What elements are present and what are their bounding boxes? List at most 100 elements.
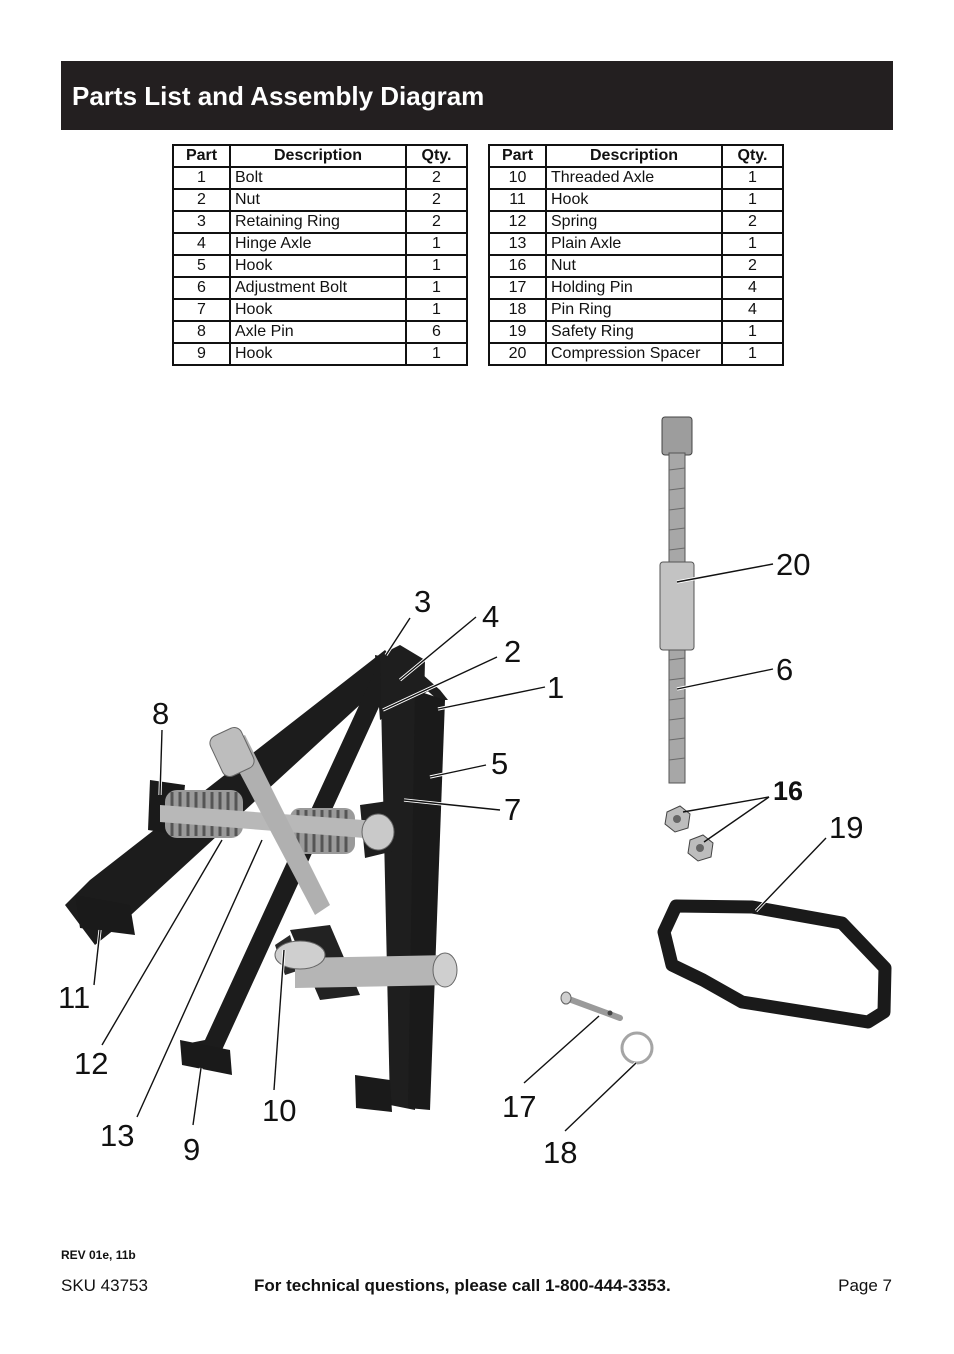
qty-cell: 2 [405, 188, 468, 212]
description-cell: Safety Ring [545, 320, 723, 344]
description-cell: Plain Axle [545, 232, 723, 256]
qty-cell: 1 [721, 320, 784, 344]
qty-cell: 2 [405, 210, 468, 234]
part-number-cell: 5 [172, 254, 231, 278]
qty-cell: 1 [721, 232, 784, 256]
part-number-cell: 6 [172, 276, 231, 300]
description-cell: Hook [545, 188, 723, 212]
part-number-cell: 8 [172, 320, 231, 344]
callout-13: 13 [100, 1118, 134, 1153]
part-number-cell: 17 [488, 276, 547, 300]
callout-2: 2 [504, 634, 521, 669]
part-number-cell: 2 [172, 188, 231, 212]
description-cell: Holding Pin [545, 276, 723, 300]
part-number-cell: 10 [488, 166, 547, 190]
callout-8: 8 [152, 696, 169, 731]
description-cell: Retaining Ring [229, 210, 407, 234]
callout-18: 18 [543, 1135, 577, 1170]
qty-cell: 1 [405, 342, 468, 366]
header-description: Description [545, 144, 723, 168]
header-part: Part [488, 144, 547, 168]
part-number-cell: 9 [172, 342, 231, 366]
callout-12: 12 [74, 1046, 108, 1081]
qty-cell: 6 [405, 320, 468, 344]
description-cell: Spring [545, 210, 723, 234]
sku-label: SKU 43753 [61, 1276, 148, 1295]
assembly-diagram: 3 4 2 1 8 5 7 20 6 16 19 11 12 10 13 9 1… [58, 416, 892, 1170]
safety-ring [657, 899, 892, 1029]
part-number-cell: 11 [488, 188, 547, 212]
header-part: Part [172, 144, 231, 168]
adjustment-bolt [659, 416, 695, 784]
description-cell: Bolt [229, 166, 407, 190]
qty-cell: 2 [405, 166, 468, 190]
leader-lines [92, 562, 828, 1133]
description-cell: Axle Pin [229, 320, 407, 344]
nuts [664, 805, 714, 862]
description-cell: Pin Ring [545, 298, 723, 322]
revision-label: REV 01e, 11b [61, 1248, 136, 1262]
qty-cell: 1 [721, 342, 784, 366]
qty-cell: 1 [721, 188, 784, 212]
part-number-cell: 7 [172, 298, 231, 322]
callout-17: 17 [502, 1089, 536, 1124]
pin-ring [620, 1031, 654, 1065]
description-cell: Adjustment Bolt [229, 276, 407, 300]
table-header-row: Part Description Qty. [488, 144, 784, 168]
callout-5: 5 [491, 746, 508, 781]
part-number-cell: 13 [488, 232, 547, 256]
part-number-cell: 16 [488, 254, 547, 278]
description-cell: Hook [229, 342, 407, 366]
table-header-row: Part Description Qty. [172, 144, 468, 168]
callout-4: 4 [482, 599, 499, 634]
qty-cell: 1 [405, 276, 468, 300]
callout-16: 16 [773, 776, 803, 806]
part-number-cell: 19 [488, 320, 547, 344]
part-number-cell: 12 [488, 210, 547, 234]
holding-pin [560, 991, 623, 1021]
qty-cell: 2 [721, 210, 784, 234]
header-qty: Qty. [405, 144, 468, 168]
description-cell: Nut [229, 188, 407, 212]
qty-cell: 4 [721, 276, 784, 300]
callout-3: 3 [414, 584, 431, 619]
part-number-cell: 20 [488, 342, 547, 366]
page-title: Parts List and Assembly Diagram [72, 81, 485, 111]
page-header: Parts List and Assembly Diagram [61, 61, 893, 130]
part-number-cell: 3 [172, 210, 231, 234]
compressor-frame [65, 645, 448, 1112]
spring-assembly [160, 727, 458, 988]
part-number-cell: 1 [172, 166, 231, 190]
header-qty: Qty. [721, 144, 784, 168]
callout-6: 6 [776, 652, 793, 687]
callout-7: 7 [504, 792, 521, 827]
header-description: Description [229, 144, 407, 168]
qty-cell: 2 [721, 254, 784, 278]
callout-20: 20 [776, 547, 810, 582]
description-cell: Nut [545, 254, 723, 278]
description-cell: Hinge Axle [229, 232, 407, 256]
callout-19: 19 [829, 810, 863, 845]
callout-11: 11 [58, 980, 90, 1015]
part-number-cell: 4 [172, 232, 231, 256]
description-cell: Hook [229, 254, 407, 278]
qty-cell: 1 [721, 166, 784, 190]
callout-10: 10 [262, 1093, 296, 1128]
